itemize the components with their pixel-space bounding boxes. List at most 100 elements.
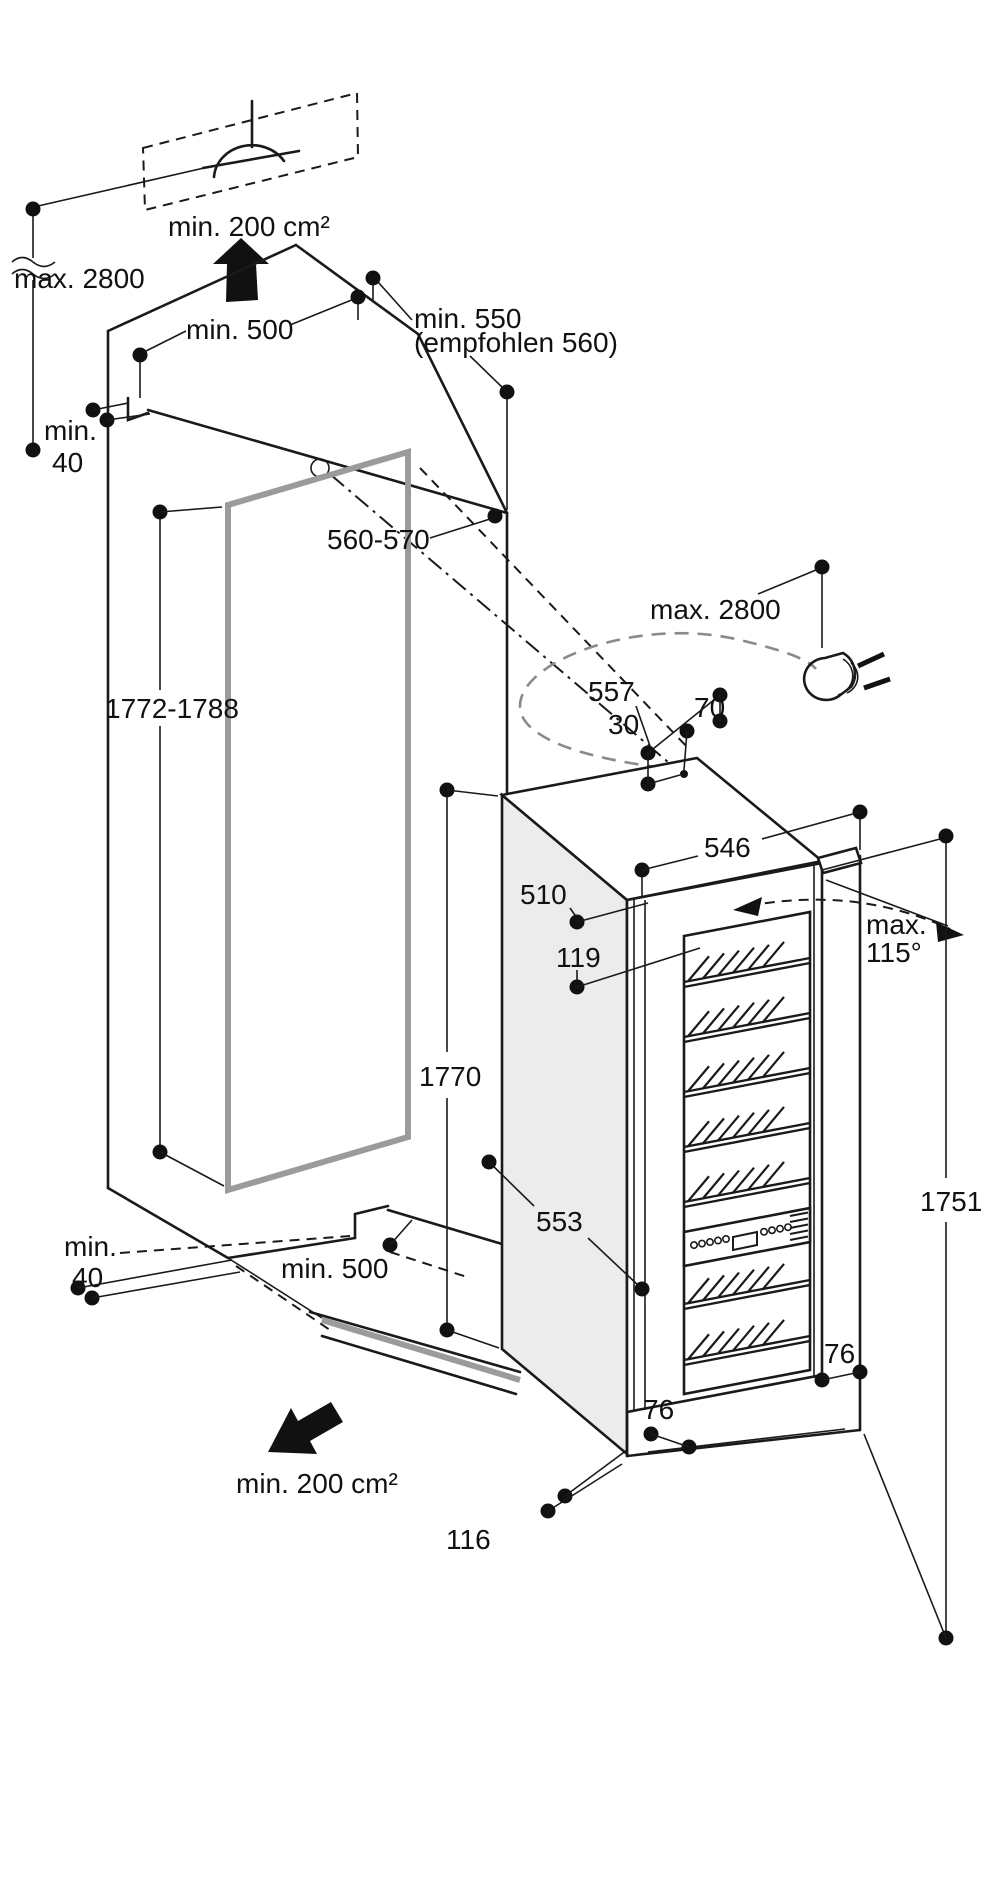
wine-rack-slat [762,996,785,1023]
wine-rack-slat [687,955,710,982]
niche-cabinet [106,243,691,1396]
plinth-right-dimension: 76 [814,1338,868,1388]
wine-rack-shelf [683,1283,811,1311]
cabinet-top-edge [106,243,298,333]
wine-rack-slat [702,1117,725,1145]
wine-rack-slat [687,1277,710,1304]
wine-rack-slat [702,952,725,980]
wine-rack-shelf [683,1278,811,1306]
wine-rack-slat [687,1120,710,1147]
niche-height-range-label: 1772-1788 [105,693,239,724]
wine-rack-slat [687,1333,710,1360]
wine-rack-slat [732,1111,755,1139]
wine-rack-band [683,1319,811,1367]
wine-rack-slat [702,1274,725,1302]
dim-553-dimension: 553 [481,1154,650,1297]
power-plug-icon [518,631,891,772]
panel-button [721,1234,730,1243]
wine-rack-slat [717,1271,740,1299]
wine-rack-band [683,1051,811,1099]
panel-grille-line [789,1223,809,1229]
panel-grille-line [789,1229,809,1235]
wine-rack-slat [732,1166,755,1194]
vent-leader [37,167,205,207]
wine-rack-slat [747,1109,770,1136]
wine-rack-shelf [683,1181,811,1209]
control-panel-widgets [689,1211,809,1250]
wine-rack-shelf [683,1126,811,1154]
wine-rack-shelf [683,1334,811,1362]
wine-rack-slat [687,1175,710,1202]
panel-button [689,1241,698,1250]
clearance-top-dimension: min. 40 [44,402,151,478]
plinth-left-dimension: 76 [643,1394,697,1455]
wine-rack-slat [747,1266,770,1293]
panel-button [767,1226,776,1235]
wine-rack-slat [687,1065,710,1092]
panel-grille-line [789,1217,809,1223]
plinth-front-gray [321,1317,521,1383]
recess-depth-dimension: min. 550 (empfohlen 560) [365,270,618,510]
dim-76-right-label: 76 [824,1338,855,1369]
wine-rack-shelf [683,1011,811,1039]
control-panel [682,1206,812,1268]
air-vent-icon [201,99,301,179]
wine-rack-slat [747,1164,770,1191]
niche-width-range-label: 560-570 [327,524,430,555]
insertion-hidden-edge [419,467,691,751]
airflow-bottom-arrow [268,1402,343,1454]
dim-1751-label: 1751 [920,1186,982,1217]
wine-rack-slat [762,1161,785,1188]
wine-rack-shelf [683,1339,811,1367]
panel-button [759,1227,768,1236]
niche-height-dimension: 1770 [419,782,500,1349]
ceiling-vent-cutout [37,91,360,212]
recess-depth-note: (empfohlen 560) [414,327,618,358]
door-swing-dimension: max. 115° [733,838,964,968]
panel-button [697,1239,706,1248]
niche-height-range-dimension: 1772-1788 [105,504,239,1187]
wine-rack-band [683,941,811,989]
door-swing-label2: 115° [866,937,922,968]
wine-rack-shelf [683,961,811,989]
wine-rack-slat [717,949,740,977]
floor-step [353,1204,390,1240]
wine-rack-slat [762,1263,785,1290]
wine-rack-slat [717,1327,740,1355]
wine-rack-slat [717,1004,740,1032]
appliance-width-dimension: 546 [634,804,868,896]
wine-rack-shelf [683,1066,811,1094]
clearance-bottom-label1: min. [64,1231,117,1262]
wine-racks [683,941,811,1367]
wine-rack-slat [747,944,770,971]
wine-rack-slat [717,1059,740,1087]
vent-bottom-label: min. 200 cm² [236,1468,398,1499]
clearance-top-label1: min. [44,415,97,446]
door-swing-label1: max. [866,909,927,940]
wine-rack-shelf [683,1016,811,1044]
wine-rack-slat [717,1114,740,1142]
wine-rack-band [683,1161,811,1209]
wine-rack-slat [762,941,785,968]
cable-centerline [330,474,669,763]
niche-width-bottom-dimension: min. 500 [281,1219,413,1284]
wine-cabinet-appliance [499,756,863,1458]
vent-cutout-outline [141,91,360,212]
dim-119-label: 119 [556,942,601,973]
dim-116-label: 116 [446,1524,491,1555]
wine-rack-slat [702,1330,725,1358]
appliance-height-dimension: 1751 [863,828,982,1646]
wine-rack-slat [732,1268,755,1296]
cable-hole-position-dimensions: 557 30 70 [588,676,728,792]
dim-510-label: 510 [520,879,567,910]
wine-rack-band [683,996,811,1044]
dim-557-label: 557 [588,676,635,707]
niche-width-bottom-label: min. 500 [281,1253,388,1284]
break-symbol [11,268,56,280]
panel-button [713,1236,722,1245]
wine-rack-slat [702,1007,725,1035]
wine-rack-slat [732,1056,755,1084]
top-panel-front-edge [146,408,509,515]
wine-rack-slat [747,1322,770,1349]
